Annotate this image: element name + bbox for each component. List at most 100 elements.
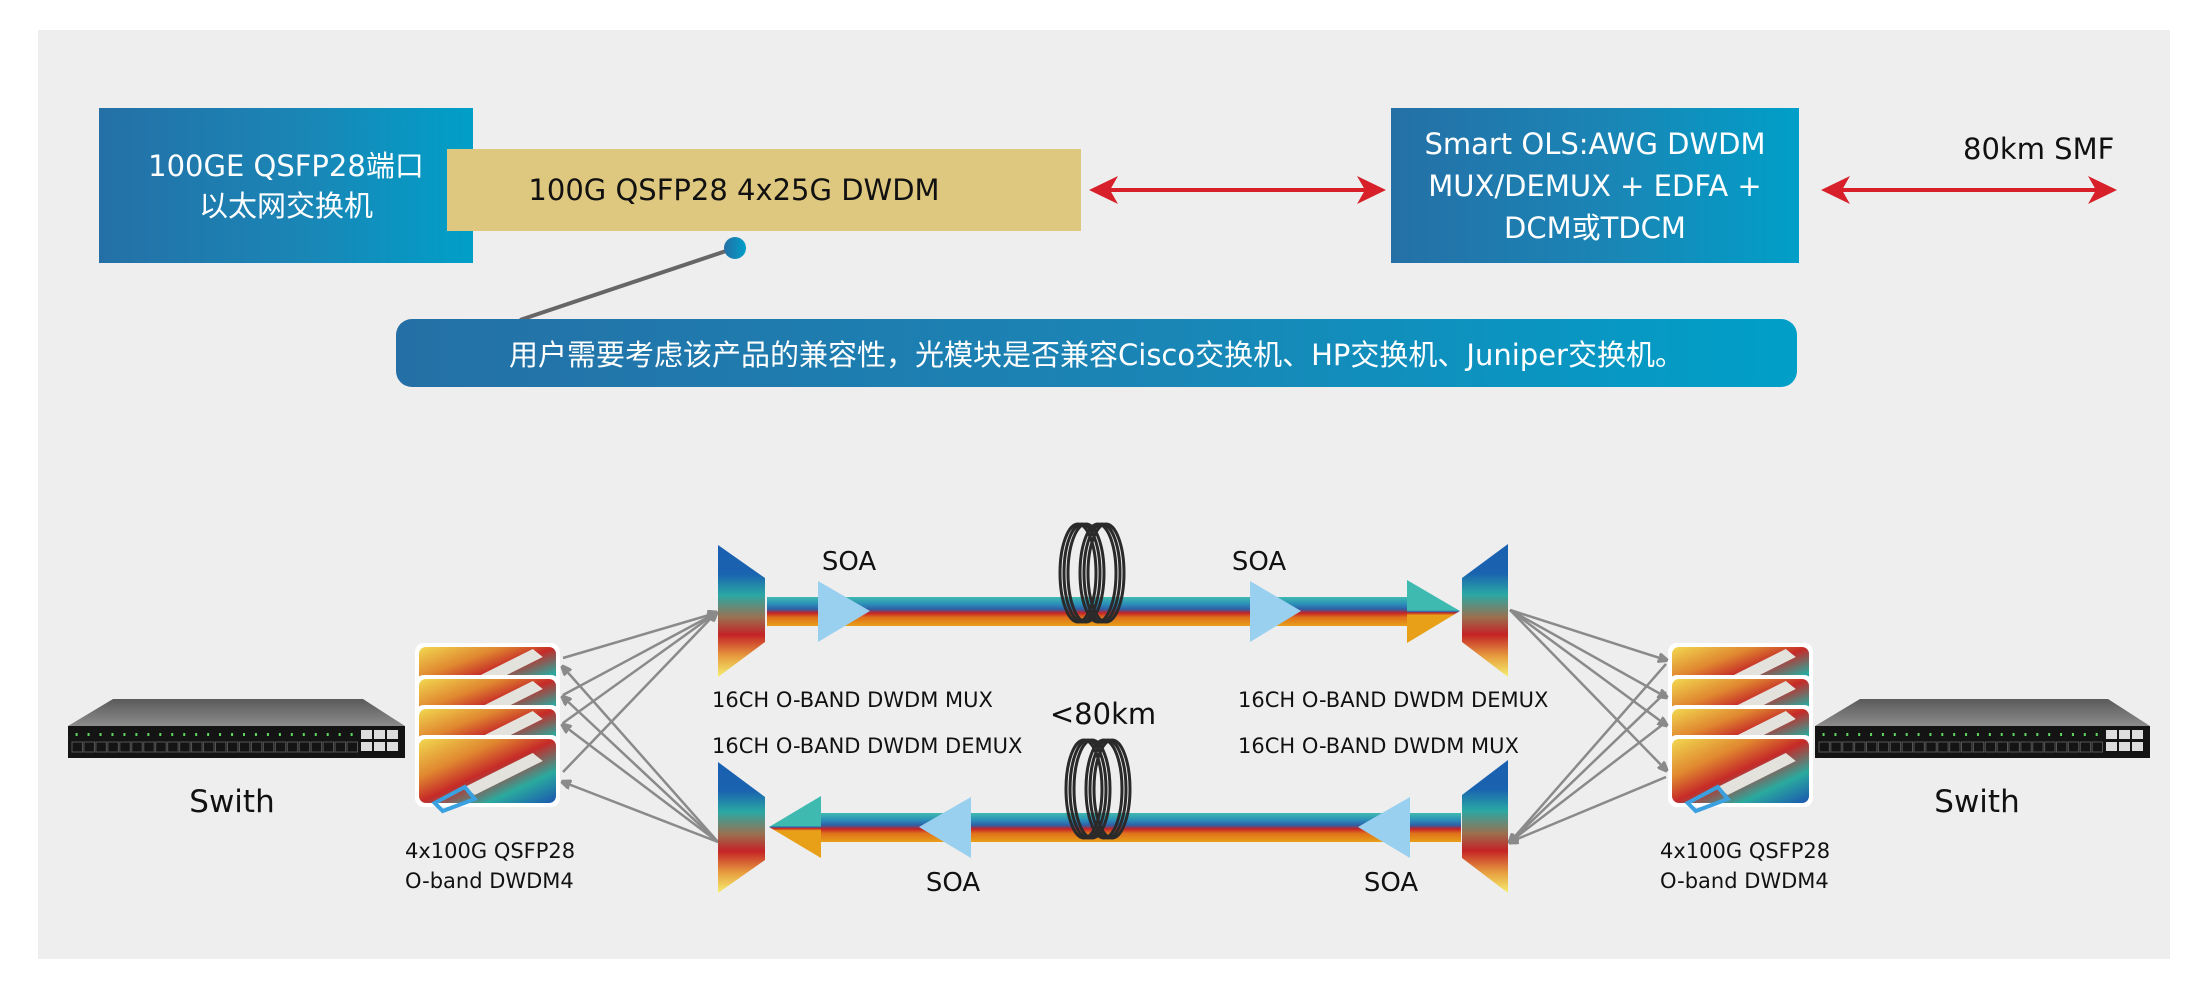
port-led [2012, 733, 2015, 736]
port-led [1858, 733, 1861, 736]
switch-box-line2: 以太网交换机 [198, 188, 373, 223]
port-led [183, 733, 186, 736]
sfp-port [226, 741, 239, 753]
rj45-port [374, 730, 385, 739]
switch-box-line1: 100GE QSFP28端口 [148, 148, 424, 183]
port-led [2048, 733, 2051, 736]
sfp-port [2091, 741, 2103, 753]
bottom-left-demux-label: 16CH O-BAND DWDM DEMUX [712, 734, 1022, 758]
fanout-line [1510, 691, 1667, 842]
sfp-port [1937, 741, 1949, 753]
coil-loop [1072, 738, 1112, 840]
port-led [123, 733, 126, 736]
sfp-port [346, 741, 358, 753]
distance-label: <80km [1050, 697, 1156, 731]
port-led [159, 733, 162, 736]
qsfp28-module-box: 100G QSFP28 4x25G DWDM [447, 149, 1081, 231]
sfp-port [298, 741, 311, 753]
sfp-port [322, 741, 335, 753]
sfp-port [167, 741, 179, 753]
sfp-port [1949, 741, 1961, 753]
sfp-port [2067, 741, 2080, 753]
sfp-port [2056, 741, 2068, 753]
fiber-length-label: 80km SMF [1963, 132, 2115, 166]
soa-label: SOA [822, 547, 877, 577]
sfp-port [203, 741, 215, 753]
port-led [2036, 733, 2039, 736]
sfp-port [1877, 741, 1890, 753]
sfp-port [1913, 741, 1925, 753]
port-led [326, 733, 329, 736]
port-led [338, 733, 341, 736]
coil-loop [1092, 738, 1132, 840]
sfp-port [95, 741, 107, 753]
rj45-port [2132, 730, 2143, 739]
fanout-line [562, 613, 716, 725]
port-led [350, 733, 353, 736]
fanout-line [563, 782, 719, 844]
rj45-port [2119, 730, 2130, 739]
rj45-port [2119, 742, 2130, 751]
left-qsfp28-module-stack [415, 643, 560, 814]
port-led [147, 733, 150, 736]
sfp-port [155, 741, 167, 753]
port-led [1965, 733, 1968, 736]
sfp-port [310, 741, 323, 753]
fanout-line [1509, 608, 1666, 660]
double-arrow-ols-to-fiber [1821, 176, 2117, 204]
fanout-line [1509, 608, 1666, 725]
ols-box-line1: Smart OLS:AWG DWDM [1424, 126, 1766, 161]
left-switch-icon [68, 699, 405, 758]
left-switch-label: Swith [189, 784, 274, 820]
right-module-label-line1: 4x100G QSFP28 [1660, 839, 1830, 863]
compatibility-callout: 用户需要考虑该产品的兼容性，光模块是否兼容Cisco交换机、HP交换机、Juni… [396, 319, 1797, 387]
rj45-port [361, 730, 372, 739]
right-switch-icon [1815, 699, 2150, 758]
port-led [1976, 733, 1979, 736]
port-led [2024, 733, 2027, 736]
sfp-port [107, 741, 119, 753]
bottom-right-mux-prism [1462, 760, 1508, 893]
port-led [231, 733, 234, 736]
port-led [171, 733, 174, 736]
sfp-port [1925, 741, 1937, 753]
port-led [2060, 733, 2063, 736]
bottom-left-demux-prism [718, 762, 765, 893]
port-led [1988, 733, 1991, 736]
soa-amplifier-icon [919, 797, 971, 858]
port-led [99, 733, 102, 736]
qsfp28-transceiver-icon [464, 753, 543, 795]
port-led [135, 733, 138, 736]
callout-pointer-line [519, 246, 736, 322]
sfp-port [179, 741, 191, 753]
port-led [243, 733, 246, 736]
left-fanout-connectors [562, 613, 719, 844]
soa-label: SOA [1232, 547, 1287, 577]
port-led [1917, 733, 1920, 736]
port-led [87, 733, 90, 736]
smart-ols-box: Smart OLS:AWG DWDM MUX/DEMUX + EDFA + DC… [1391, 108, 1799, 263]
port-led [1941, 733, 1944, 736]
ols-box-line2: MUX/DEMUX + EDFA + [1428, 168, 1762, 203]
sfp-port [71, 741, 83, 753]
port-led [1893, 733, 1896, 736]
sfp-port [1901, 741, 1913, 753]
sfp-port [119, 741, 131, 753]
fanout-line [1509, 609, 1666, 770]
sfp-port [1830, 741, 1842, 753]
soa-amplifier-icon [1250, 581, 1301, 642]
port-led [195, 733, 198, 736]
fanout-line [1510, 663, 1667, 842]
pull-tab-icon [1684, 784, 1732, 814]
fanout-line [563, 667, 719, 843]
sfp-port [274, 741, 287, 753]
sfp-port [1889, 741, 1902, 753]
port-led [302, 733, 305, 736]
double-arrow-module-to-ols [1089, 176, 1386, 204]
sfp-port [215, 741, 227, 753]
soa-amplifier-icon [1358, 797, 1410, 858]
soa-label: SOA [1364, 868, 1419, 898]
sfp-port [262, 741, 275, 753]
